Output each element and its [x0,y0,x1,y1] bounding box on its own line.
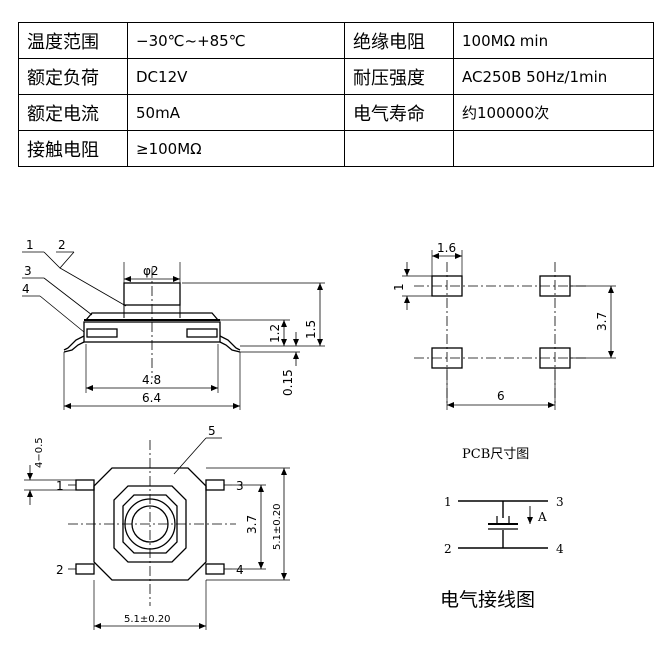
pcb-labels: 1.6 1 3.7 6 PCB尺寸图 [392,241,609,462]
dim-tab: 4−0.5 [34,437,45,468]
side-view [22,251,325,410]
pin-label-3: 3 [236,479,244,493]
callout-4: 4 [22,282,30,296]
top-view-labels: 5 4−0.5 1 2 3 4 3.7 5.1±0.20 5.1±0.20 [34,424,283,625]
callout-3: 3 [24,264,32,278]
spec-table: 温度范围 −30℃~+85℃ 绝缘电阻 100MΩ min 额定负荷 DC12V… [18,22,654,167]
dim-5-1-h: 5.1±0.20 [124,614,171,625]
pcb-title: PCB尺寸图 [462,447,529,462]
pcb-dim-1-6: 1.6 [437,241,456,255]
spec-empty-cell [453,130,654,167]
callout-5: 5 [208,424,216,438]
wiring-diagram [458,500,548,549]
dim-0-15: 0.15 [281,369,295,396]
pcb-dim-1: 1 [392,283,406,291]
callout-2: 2 [58,238,66,252]
top-view [24,437,290,630]
dim-phi2: φ2 [143,264,159,278]
pcb-dim-6: 6 [497,389,505,403]
spec-label-temperature-range: 温度范围 [18,22,128,59]
dim-1-5: 1.5 [304,320,318,339]
pin-label-2: 2 [56,563,64,577]
dim-1-2: 1.2 [268,324,282,343]
pcb-footprint [402,250,616,410]
wiring-arrow-label: A [537,510,547,524]
spec-value-contact-resistance: ≥100MΩ [127,130,345,167]
wiring-pin-4: 4 [556,542,564,556]
pin-label-4: 4 [236,563,244,577]
spec-label-withstand-voltage: 耐压强度 [344,58,454,95]
spec-value-insulation-resistance: 100MΩ min [453,22,654,59]
wiring-title: 电气接线图 [440,589,535,611]
wiring-pin-1: 1 [444,495,452,509]
spec-label-electrical-life: 电气寿命 [344,94,454,131]
callout-1: 1 [26,238,34,252]
spec-row: 温度范围 −30℃~+85℃ 绝缘电阻 100MΩ min [18,22,654,59]
pcb-dim-3-7: 3.7 [595,312,609,331]
dim-3-7: 3.7 [245,515,259,534]
wiring-labels: 1 2 3 4 A 电气接线图 [440,495,564,611]
dim-4-8: 4.8 [142,373,161,387]
spec-row: 额定电流 50mA 电气寿命 约100000次 [18,94,654,131]
spec-empty-cell [344,130,454,167]
spec-value-temperature-range: −30℃~+85℃ [127,22,345,59]
spec-value-withstand-voltage: AC250B 50Hz/1min [453,58,654,95]
spec-row: 额定负荷 DC12V 耐压强度 AC250B 50Hz/1min [18,58,654,95]
spec-row: 接触电阻 ≥100MΩ [18,130,654,167]
pin-label-1: 1 [56,479,64,493]
dim-6-4: 6.4 [142,391,161,405]
wiring-pin-3: 3 [556,495,564,509]
dim-5-1-v: 5.1±0.20 [272,503,283,550]
side-view-labels: 1 2 3 4 φ2 4.8 6.4 1.2 1.5 0.15 [22,238,318,405]
spec-value-rated-current: 50mA [127,94,345,131]
wiring-pin-2: 2 [444,542,452,556]
spec-label-rated-current: 额定电流 [18,94,128,131]
spec-label-contact-resistance: 接触电阻 [18,130,128,167]
spec-value-electrical-life: 约100000次 [453,94,654,131]
